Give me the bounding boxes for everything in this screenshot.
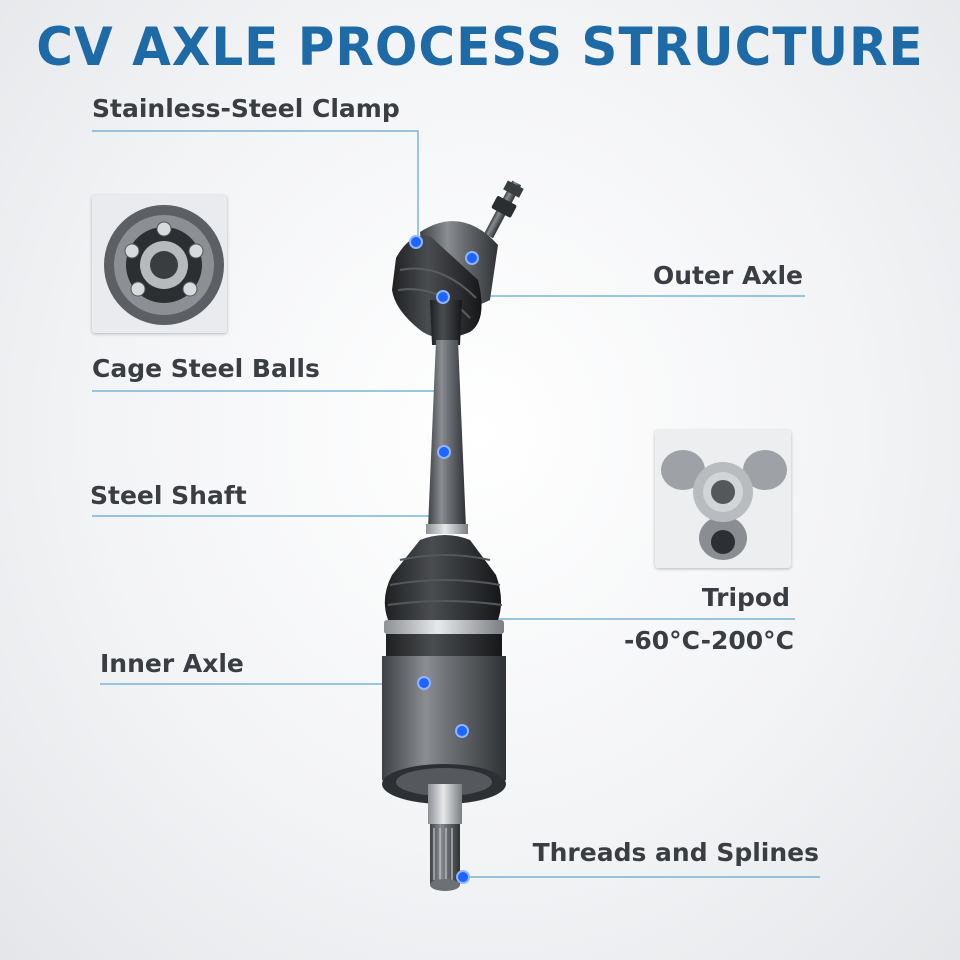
page-title: CV AXLE PROCESS STRUCTURE xyxy=(36,16,924,78)
outer-joint xyxy=(392,221,498,345)
cage-joint-icon xyxy=(92,195,227,333)
marker-dot-inner xyxy=(417,676,431,690)
label-temperature-range: -60°C-200°C xyxy=(624,626,794,655)
label-tripod: Tripod xyxy=(701,583,790,612)
inner-boot xyxy=(384,535,504,656)
cage-balls-photo xyxy=(92,195,227,333)
marker-dot-tripod xyxy=(455,724,469,738)
spline-stub xyxy=(428,784,462,891)
marker-dot-threads xyxy=(456,870,470,884)
label-threads-and-splines: Threads and Splines xyxy=(532,838,819,867)
steel-shaft xyxy=(428,340,466,528)
marker-dot-shaft xyxy=(437,445,451,459)
outer-bolt xyxy=(484,180,524,239)
marker-dot-cage xyxy=(436,290,450,304)
tripod-icon xyxy=(655,430,791,568)
marker-dot-clamp xyxy=(409,235,423,249)
label-inner-axle: Inner Axle xyxy=(100,649,244,678)
label-stainless-steel-clamp: Stainless-Steel Clamp xyxy=(92,94,400,123)
tripod-photo xyxy=(655,430,791,568)
marker-dot-outer xyxy=(465,251,479,265)
label-outer-axle: Outer Axle xyxy=(653,261,803,290)
leader-clamp xyxy=(92,130,419,240)
label-steel-shaft: Steel Shaft xyxy=(90,481,247,510)
label-cage-steel-balls: Cage Steel Balls xyxy=(92,354,320,383)
inner-housing xyxy=(382,656,506,804)
